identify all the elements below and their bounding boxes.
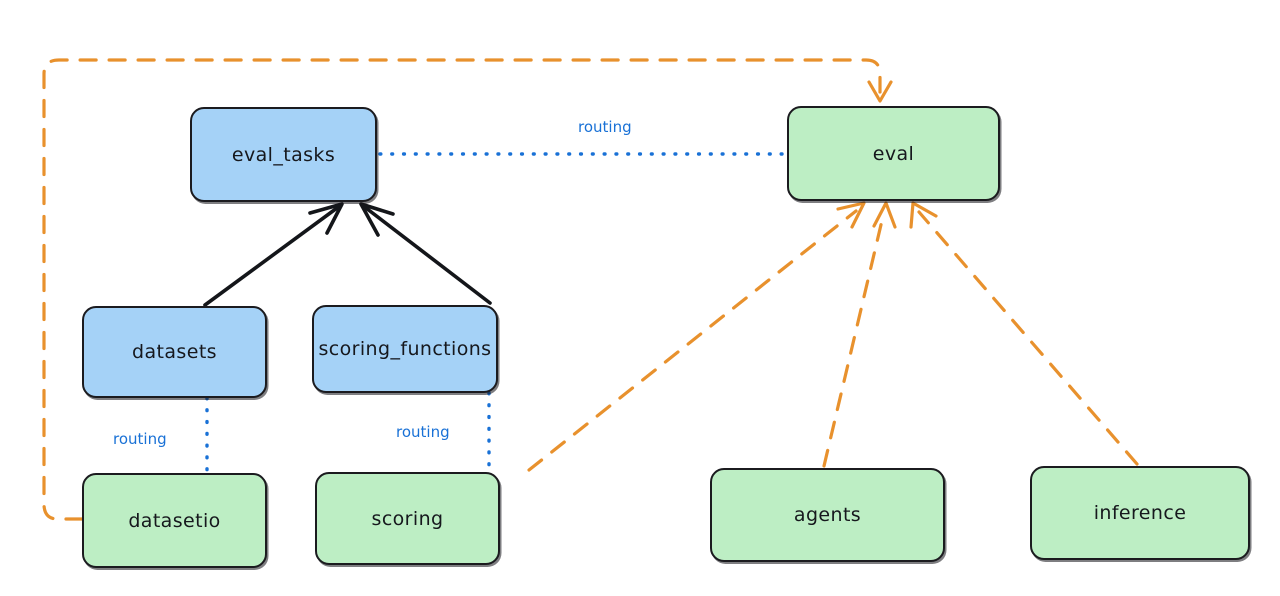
node-label-inference: inference bbox=[1093, 502, 1187, 524]
edge-datasetio-to-eval bbox=[42, 58, 893, 521]
node-eval[interactable]: eval bbox=[787, 106, 1000, 201]
node-datasetio[interactable]: datasetio bbox=[82, 473, 267, 568]
edge-datasets-to-eval_tasks bbox=[203, 202, 344, 307]
node-label-eval-tasks: eval_tasks bbox=[231, 143, 336, 166]
edge-inference-to-eval bbox=[909, 201, 1139, 466]
node-eval-tasks[interactable]: eval_tasks bbox=[190, 107, 377, 202]
edge-label-routing-scoring-functions-scoring: routing bbox=[396, 423, 450, 441]
node-scoring-functions[interactable]: scoring_functions bbox=[312, 305, 498, 393]
node-label-datasetio: datasetio bbox=[128, 509, 221, 532]
node-label-scoring: scoring bbox=[371, 507, 444, 530]
node-label-datasets: datasets bbox=[132, 341, 217, 363]
node-scoring[interactable]: scoring bbox=[315, 472, 500, 565]
edge-label-routing-eval-tasks-eval: routing bbox=[578, 118, 632, 136]
node-label-agents: agents bbox=[793, 504, 862, 526]
node-label-scoring-functions: scoring_functions bbox=[318, 338, 492, 360]
node-datasets[interactable]: datasets bbox=[82, 306, 267, 398]
edge-scoring_functions-to-eval_tasks bbox=[359, 202, 492, 305]
node-inference[interactable]: inference bbox=[1030, 466, 1250, 560]
edge-agents-to-eval bbox=[822, 201, 897, 468]
node-agents[interactable]: agents bbox=[710, 468, 945, 562]
edge-label-routing-datasets-datasetio: routing bbox=[113, 430, 167, 448]
node-label-eval: eval bbox=[872, 142, 915, 165]
edge-scoring-to-eval bbox=[527, 201, 866, 472]
